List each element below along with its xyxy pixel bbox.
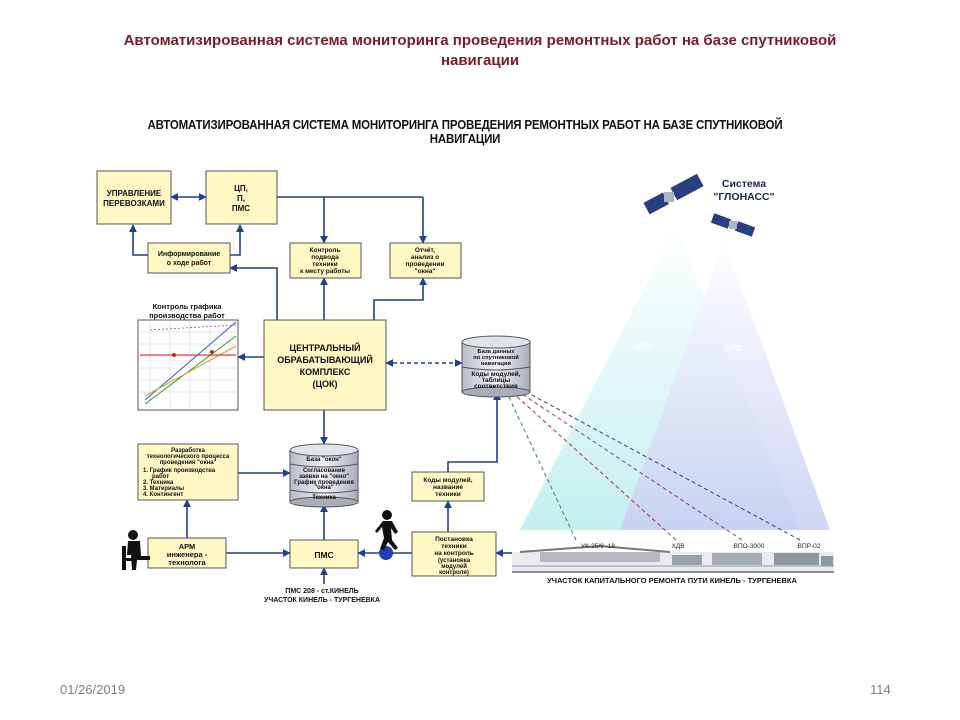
kontrol-line1: Контроль	[310, 247, 341, 254]
razrabotka-item1: 1. График производства	[143, 467, 216, 474]
machine-label-vpr: ВПР-02	[798, 543, 821, 550]
slide-title: Автоматизированная система мониторинга п…	[80, 31, 880, 71]
inform-line2: о ходе работ	[167, 259, 212, 267]
db2-middle-line3: График проведения	[294, 479, 354, 486]
db2-middle-line4: "окна"	[314, 485, 333, 491]
postanovka-line5: модулей	[441, 563, 467, 570]
pms-caption-line2: УЧАСТОК КИНЕЛЬ - ТУРГЕНЕВКА	[264, 597, 380, 604]
slide-title-line2: навигации	[440, 52, 520, 69]
machine-label-hdv: ХДВ	[671, 543, 684, 550]
arm-line1: АРМ	[179, 542, 196, 551]
postanovka-line3: на контроль	[434, 550, 474, 557]
otchet-line1: Отчёт,	[415, 247, 435, 254]
db2-middle-line2: заявки на "окно"	[299, 474, 349, 480]
cp-line2: П,	[237, 194, 245, 203]
razrabotka-line2: технологического процесса	[147, 454, 230, 460]
box-pms	[289, 539, 359, 569]
machine-label-uk: УК-25/9 -18	[581, 543, 615, 550]
razrabotka-item3: 3. Материалы	[143, 486, 184, 492]
box-cok	[263, 319, 387, 411]
db1-bottom-line3: соответствия	[474, 383, 518, 390]
schedule-chart-thumbnail	[137, 319, 239, 411]
cok-line4: (ЦОК)	[312, 379, 337, 389]
otchet-line3: проведении	[405, 261, 444, 268]
db1-bottom-line1: Коды модулей,	[471, 370, 520, 378]
kody-line3: техники	[435, 491, 461, 498]
box-inform	[147, 242, 231, 274]
cp-line1: ЦП,	[234, 184, 248, 193]
chart-label-line1: Контроль графика	[153, 302, 223, 311]
box-arm	[147, 537, 227, 569]
box-otchet	[389, 242, 462, 279]
postanovka-line2: техники	[441, 543, 467, 550]
track-section-image	[512, 544, 834, 573]
cok-line2: ОБРАБАТЫВАЮЩИЙ	[277, 354, 373, 365]
otchet-line4: "окна"	[415, 268, 436, 275]
arm-line3: технолога	[168, 558, 206, 567]
cok-line3: КОМПЛЕКС	[300, 367, 351, 377]
database-okna	[289, 443, 359, 508]
track-caption: УЧАСТОК КАПИТАЛЬНОГО РЕМОНТА ПУТИ КИНЕЛЬ…	[547, 576, 797, 585]
satellite-icon	[643, 173, 704, 215]
footer-page-number: 114	[870, 682, 891, 697]
gps-label-right: GPS	[725, 344, 743, 353]
box-upravlenie	[96, 170, 172, 225]
box-razrabotka	[137, 443, 239, 501]
satellite-signal-lines	[506, 392, 801, 541]
box-kontrol	[289, 242, 362, 279]
razrabotka-item2: 2. Техника	[143, 480, 174, 486]
kody-line2: название	[433, 484, 463, 491]
gps-beam-right	[620, 240, 830, 530]
inform-line1: Информирование	[158, 251, 220, 258]
db1-top-line1: База данных	[477, 349, 515, 355]
glonass-label-line2: "ГЛОНАСС"	[713, 191, 774, 203]
chart-label-line2: производства работ	[149, 311, 225, 320]
box-postanovka	[411, 531, 497, 577]
razrabotka-line3: проведения "окна"	[160, 460, 217, 466]
pms-caption-line1: ПМС 208 - ст.КИНЕЛЬ	[285, 588, 358, 595]
pms-label: ПМС	[314, 550, 333, 560]
satellite-icon	[710, 213, 756, 237]
db1-top-line2: по спутниковой	[473, 354, 519, 361]
database-satellite-navigation	[461, 335, 531, 398]
postanovka-line6: контроля)	[439, 570, 469, 576]
diagram-title: АВТОМАТИЗИРОВАННАЯ СИСТЕМА МОНИТОРИНГА П…	[147, 118, 783, 146]
kontrol-line3: техники	[312, 261, 338, 268]
upravlenie-line1: УПРАВЛЕНИЕ	[107, 189, 162, 198]
engineer-person-icon	[122, 530, 150, 570]
cp-line3: ПМС	[232, 204, 250, 213]
db2-top: База "окон"	[306, 457, 341, 463]
postanovka-line1: Постановка	[435, 536, 473, 543]
db2-bottom: Техника	[312, 495, 336, 501]
otchet-line2: анализ о	[411, 254, 439, 261]
db2-middle-line1: Согласование	[303, 468, 346, 474]
razrabotka-line1: Разработка	[171, 447, 205, 454]
postanovka-line4: (установка	[438, 558, 471, 564]
arm-line2: инженера -	[167, 550, 208, 559]
kontrol-line2: подвода	[311, 254, 339, 261]
worker-person-icon	[375, 510, 398, 550]
kontrol-line4: к месту работы	[300, 267, 350, 275]
kody-line1: Коды модулей,	[423, 476, 472, 484]
box-kody	[411, 471, 485, 502]
gps-label-left: GPS	[635, 342, 653, 351]
flow-arrows	[129, 193, 512, 584]
db1-bottom-line2: таблицы	[482, 376, 511, 384]
slide-title-line1: Автоматизированная система мониторинга п…	[123, 32, 837, 49]
razrabotka-item1b: работ	[152, 473, 169, 480]
db1-top-line3: навигации	[481, 361, 512, 367]
box-cp-p-pms	[205, 170, 278, 225]
upravlenie-line2: ПЕРЕВОЗКАМИ	[103, 199, 165, 208]
glonass-label-line1: Система	[722, 178, 766, 190]
machine-label-vpo: ВПО-3000	[734, 543, 765, 550]
footer-date: 01/26/2019	[60, 682, 126, 697]
razrabotka-item4: 4. Контингент	[143, 492, 183, 498]
cok-line1: ЦЕНТРАЛЬНЫЙ	[290, 342, 361, 353]
